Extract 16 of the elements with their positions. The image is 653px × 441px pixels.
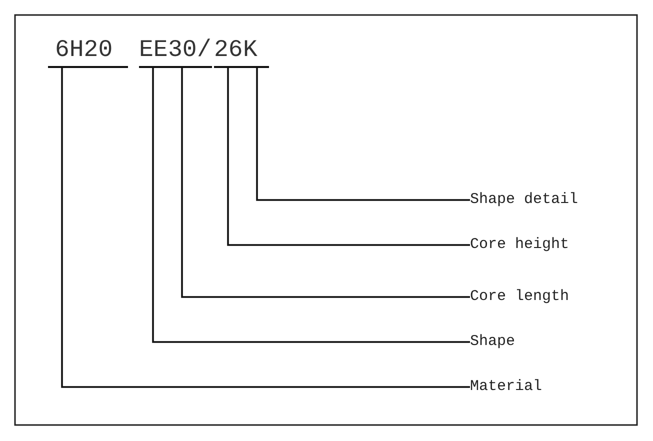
- description-label: Core height: [470, 235, 570, 255]
- code-segment: EE: [139, 36, 168, 68]
- description-label: Material: [470, 377, 542, 397]
- leader-line: [256, 68, 470, 201]
- code-segment: 26: [214, 36, 243, 68]
- leader-line: [227, 68, 470, 246]
- description-label: Core length: [470, 287, 570, 307]
- separator-mark: /: [197, 36, 212, 68]
- leader-line: [61, 68, 470, 388]
- code-segment: 30: [168, 36, 197, 68]
- description-label: Shape: [470, 332, 516, 352]
- description-label: Shape detail: [470, 190, 578, 210]
- leader-line: [152, 68, 470, 343]
- code-segment: K: [243, 36, 269, 68]
- leader-line: [181, 68, 470, 298]
- code-segment: 6H20: [48, 36, 128, 68]
